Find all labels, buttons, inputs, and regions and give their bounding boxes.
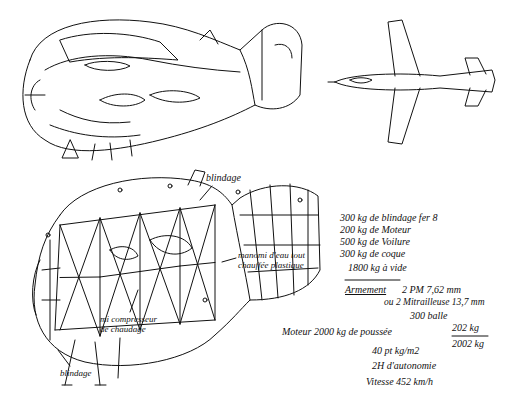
cutaway-view [33,170,320,385]
annotation: blindage [60,368,92,378]
annotation: 300 kg de coque [340,248,405,260]
truss-strut [140,208,180,330]
annotation: 300 kg de blindage fer 8 [340,212,437,224]
annotation: 1800 kg à vide [348,262,407,274]
annotation: Armement [345,284,386,296]
annotation: Moteur 2000 kg de poussée [282,326,392,338]
truss-strut [60,218,100,336]
annotation: ou 2 Mitrailleuse 13,7 mm [384,297,485,308]
plan-view [328,20,495,144]
annotation: 2002 kg [452,338,484,350]
annotation: blindage [206,172,241,184]
truss-strut [180,205,215,324]
annotation: Vitesse 452 km/h [366,376,433,388]
annotation: 2 PM 7,62 mm [402,284,461,296]
annotation: 40 pt kg/m2 [372,345,419,357]
annotation: mi compresseur de chaudage [100,314,162,335]
leader-line [58,186,236,366]
annotation: manomi d'eau tout chauffée plastique [238,250,316,271]
annotation: 500 kg de Voilure [340,236,410,248]
annotation: 2H d'autonomie [372,360,436,372]
annotation: 300 balle [410,310,448,322]
annotation: 200 kg de Moteur [340,224,411,236]
annotation: 202 kg [452,322,479,334]
exterior-view [23,20,302,160]
